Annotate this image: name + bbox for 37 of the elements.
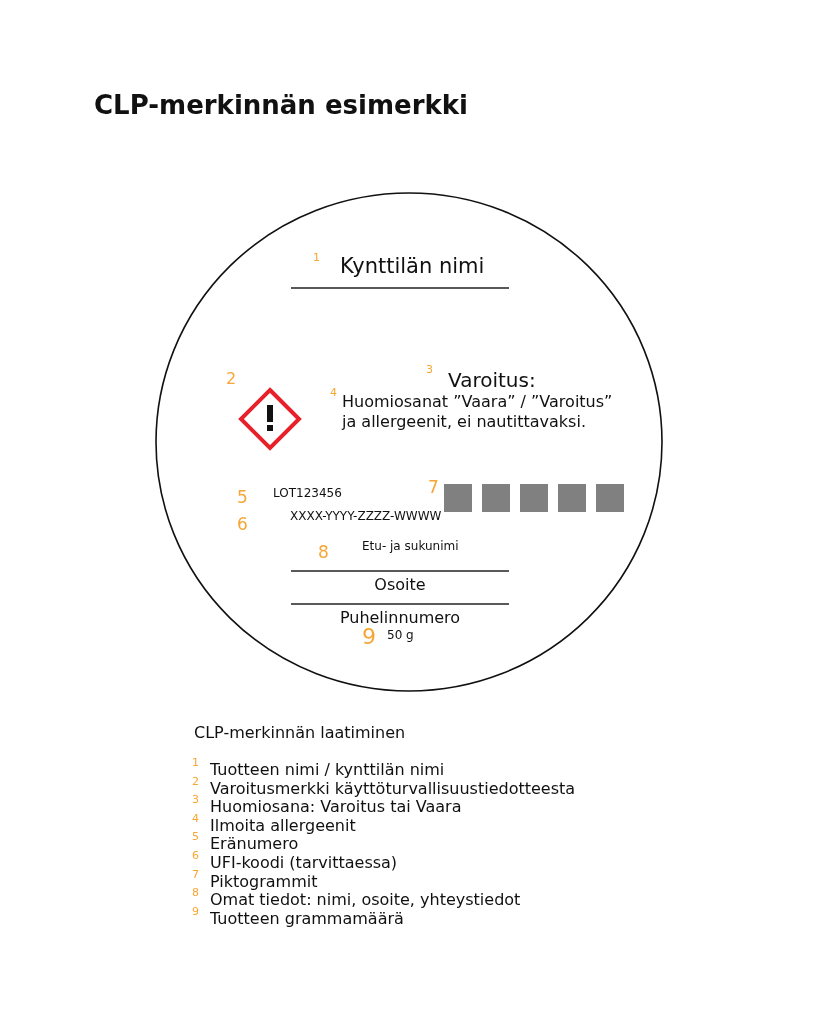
list-number: 8 (192, 887, 199, 900)
label-text: 50 g (387, 629, 414, 643)
callout-number: 4 (330, 387, 337, 400)
callout-number: 3 (426, 364, 433, 377)
callout-number: 7 (428, 478, 439, 498)
list-item: Piktogrammit (210, 872, 318, 891)
warning-text: Huomiosanat ”Vaara” / ”Varoitus” ja allergeenit, ei nautittavaksi. (342, 392, 614, 433)
label-heading: Varoitus: (448, 369, 536, 392)
list-item: Tuotteen nimi / kynttilän nimi (210, 761, 445, 779)
callout-number: 6 (237, 515, 248, 535)
title: CLP-merkinnän esimerkki (94, 91, 468, 121)
callout-number: 2 (226, 370, 237, 389)
list-number: 9 (192, 905, 199, 919)
label-text: LOT123456 (273, 487, 342, 501)
list-number: 4 (192, 812, 199, 826)
callout-number: 5 (237, 488, 248, 508)
list-number: 6 (192, 850, 199, 863)
list-number: 7 (192, 868, 199, 882)
list-number: 3 (192, 794, 199, 807)
list-item: Varoitusmerkki käyttöturvallisuustiedotteesta (210, 779, 576, 798)
list-heading: CLP-merkinnän laatiminen (194, 724, 406, 743)
label-text: Etu- ja sukunimi (362, 540, 459, 554)
circle-label-outline (155, 192, 663, 692)
list-number: 1 (192, 757, 199, 770)
list-item: Huomiosana: Varoitus tai Vaara (210, 798, 462, 816)
list-item: Omat tiedot: nimi, osoite, yhteystiedot (210, 891, 521, 909)
list-number: 2 (192, 775, 199, 789)
list-item: Ilmoita allergeenit (210, 816, 356, 835)
callout-number: 8 (318, 543, 329, 563)
callout-number: 1 (313, 252, 320, 265)
list-item: Tuotteen grammamäärä (210, 909, 404, 928)
list-number: 5 (192, 831, 199, 845)
label-heading: Kynttilän nimi (340, 254, 485, 279)
label-text: Osoite (374, 576, 426, 595)
list-item: UFI-koodi (tarvittaessa) (210, 854, 398, 872)
label-text: XXXX-YYYY-ZZZZ-WWWW (290, 510, 442, 524)
list-item: Eränumero (210, 835, 299, 853)
